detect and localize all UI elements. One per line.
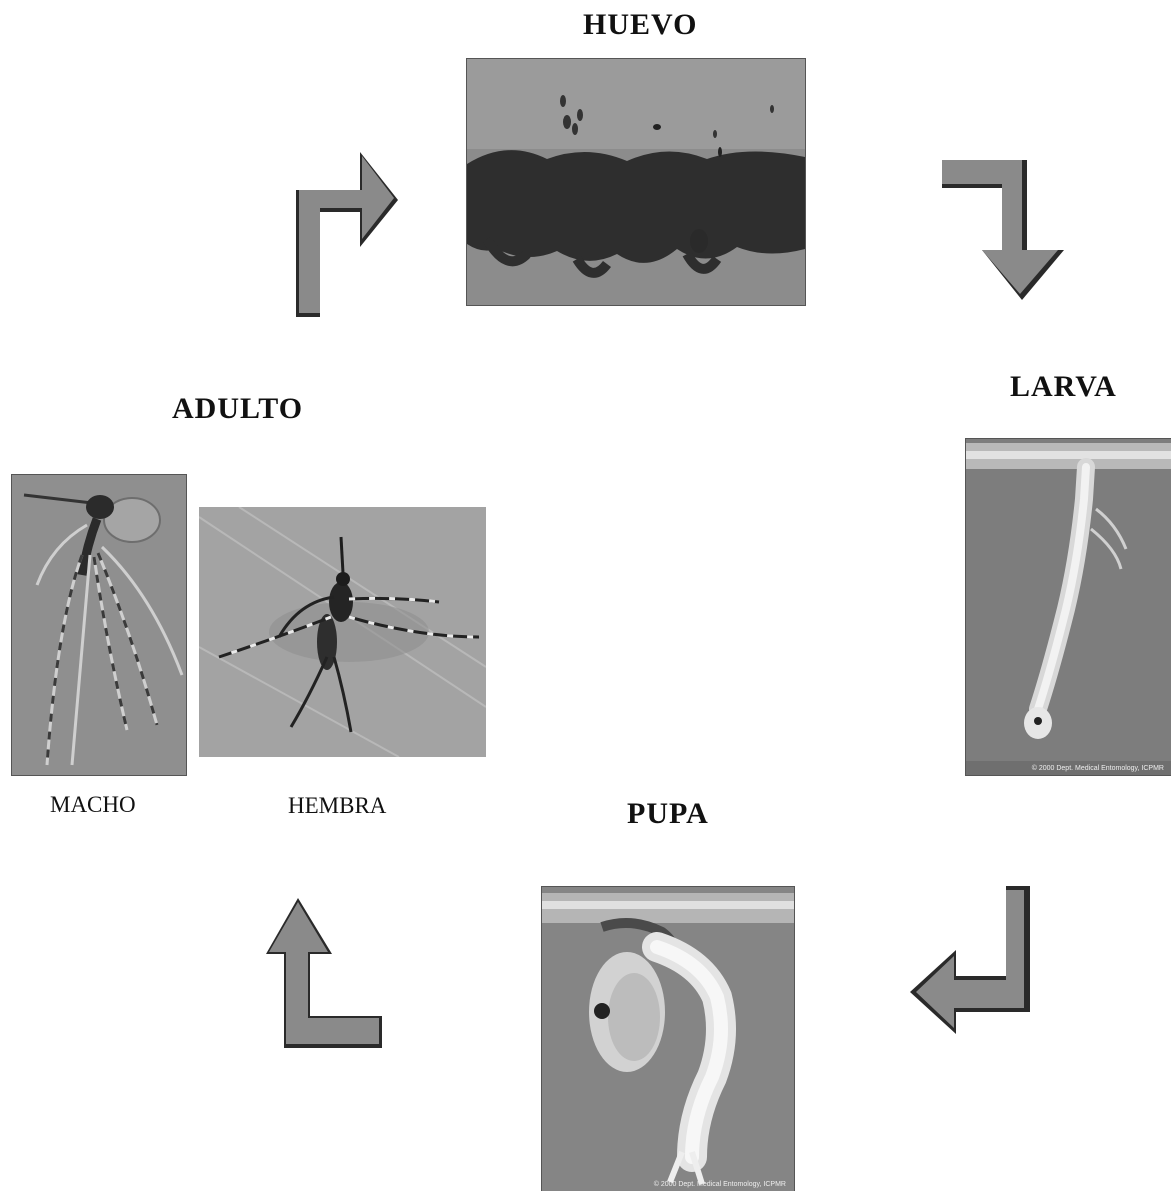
- pupa-title: PUPA: [627, 797, 709, 830]
- huevo-title: HUEVO: [583, 8, 698, 41]
- pupa-photo: © 2000 Dept. Medical Entomology, ICPMR: [541, 886, 795, 1191]
- huevo-photo: [466, 58, 806, 306]
- arrow-larva-to-pupa: [910, 886, 1030, 1034]
- larva-title: LARVA: [1010, 370, 1117, 403]
- macho-label: MACHO: [50, 792, 136, 817]
- arrow-adulto-to-huevo: [296, 150, 398, 317]
- hembra-photo: [199, 507, 486, 757]
- macho-photo: [11, 474, 187, 776]
- adulto-title: ADULTO: [172, 392, 304, 425]
- hembra-label: HEMBRA: [288, 793, 387, 818]
- arrow-huevo-to-larva: [940, 158, 1064, 300]
- arrow-pupa-to-adulto: [266, 898, 382, 1048]
- larva-photo: © 2000 Dept. Medical Entomology, ICPMR: [965, 438, 1171, 776]
- pupa-credit: © 2000 Dept. Medical Entomology, ICPMR: [653, 1181, 786, 1188]
- larva-credit: © 2000 Dept. Medical Entomology, ICPMR: [1031, 765, 1164, 772]
